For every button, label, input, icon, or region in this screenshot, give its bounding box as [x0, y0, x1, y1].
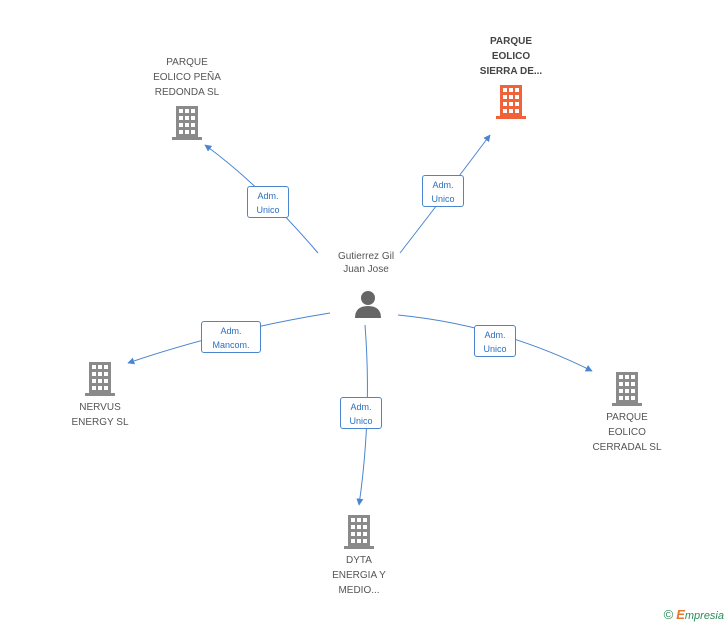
person-icon[interactable] — [353, 289, 383, 319]
brand-initial: E — [676, 607, 685, 622]
building-icon — [344, 515, 374, 549]
relation-label-sierra[interactable]: Adm. Unico — [422, 175, 464, 207]
company-dyta[interactable]: DYTA ENERGIA Y MEDIO... — [309, 515, 409, 598]
company-label: PARQUE EOLICO SIERRA DE... — [479, 36, 543, 77]
company-cerradal[interactable]: PARQUE EOLICO CERRADAL SL — [577, 372, 677, 455]
relation-label-nervus[interactable]: Adm. Mancom. — [201, 321, 261, 353]
company-pena-redonda[interactable]: PARQUE EOLICO PEÑA REDONDA SL — [137, 55, 237, 140]
company-sierra[interactable]: PARQUE EOLICO SIERRA DE... — [461, 34, 561, 119]
relation-label-cerradal[interactable]: Adm. Unico — [474, 325, 516, 357]
building-icon — [172, 106, 202, 140]
building-icon — [612, 372, 642, 406]
company-label: PARQUE EOLICO CERRADAL SL — [592, 412, 662, 453]
brand-footer[interactable]: ©Empresia — [664, 607, 724, 622]
company-label: PARQUE EOLICO PEÑA REDONDA SL — [153, 57, 221, 98]
company-nervus[interactable]: NERVUS ENERGY SL — [50, 362, 150, 430]
relation-label-dyta[interactable]: Adm. Unico — [340, 397, 382, 429]
company-label: NERVUS ENERGY SL — [71, 402, 129, 428]
building-icon — [85, 362, 115, 396]
building-icon — [496, 85, 526, 119]
copyright-icon: © — [663, 607, 674, 622]
relation-label-pena-redonda[interactable]: Adm. Unico — [247, 186, 289, 218]
brand-name: mpresia — [684, 610, 724, 622]
company-label: DYTA ENERGIA Y MEDIO... — [332, 555, 386, 596]
person-name: Gutierrez Gil Juan Jose — [337, 251, 395, 275]
